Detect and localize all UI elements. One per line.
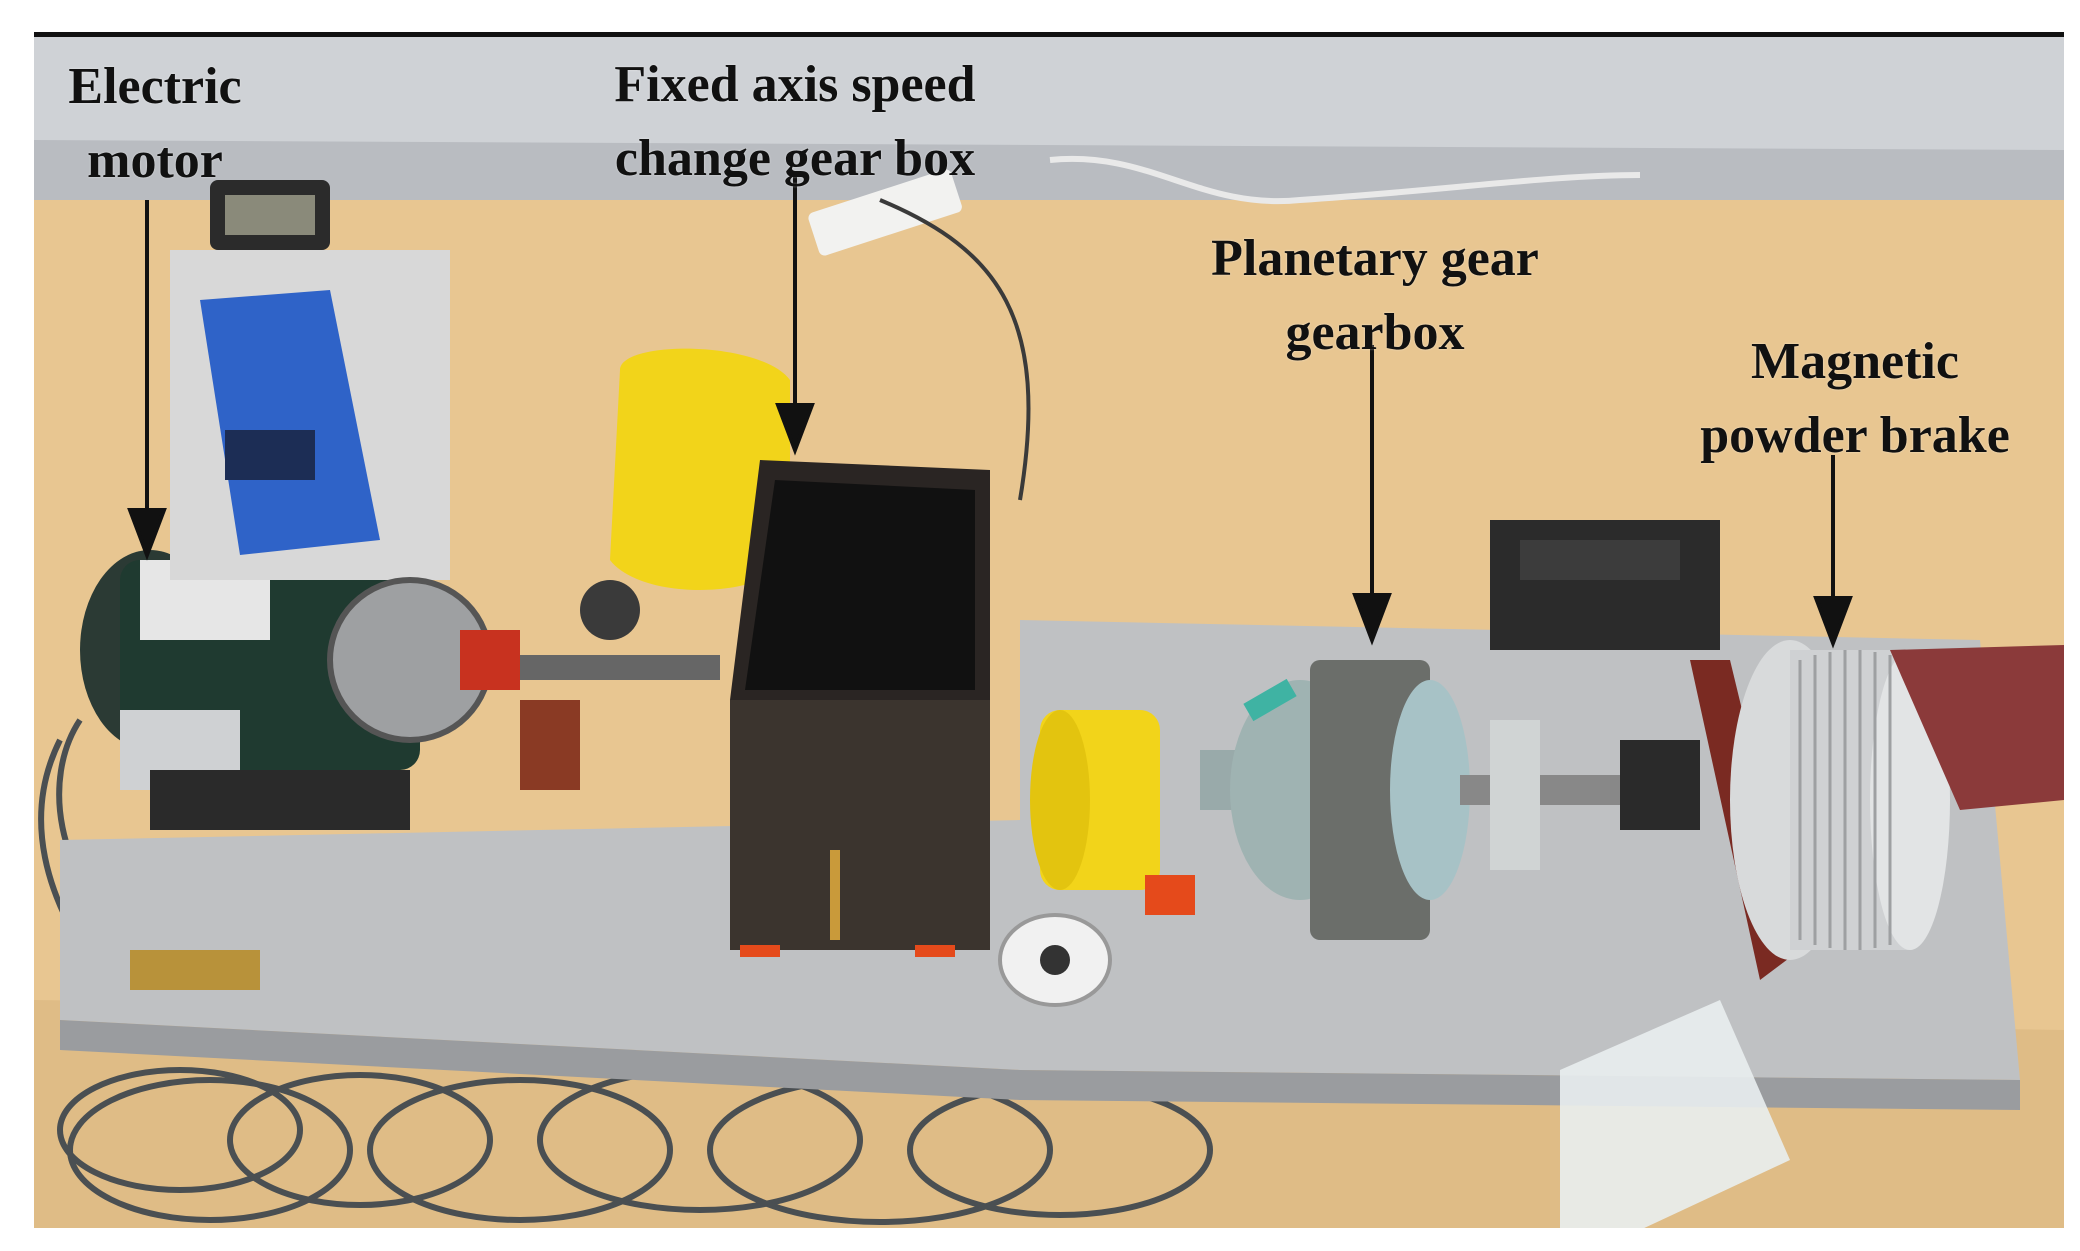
plastic-box <box>1560 1000 1790 1230</box>
arrow-down-icon <box>775 403 815 456</box>
label-magnetic-powder-brake: Magnetic powder brake <box>1660 325 2050 473</box>
label-line: Planetary gear <box>1211 230 1539 287</box>
gearbox-housing <box>730 700 990 950</box>
coupling-red <box>460 630 520 690</box>
red-tray <box>1890 645 2064 810</box>
brake-fins <box>1798 650 1892 950</box>
label-line: gearbox <box>1285 304 1465 361</box>
brake-controller <box>1490 520 1720 650</box>
label-line: Magnetic <box>1751 333 1959 390</box>
nameplate <box>130 950 260 990</box>
arrow-down-icon <box>127 508 167 561</box>
label-planetary-gearbox: Planetary gear gearbox <box>1160 222 1590 370</box>
top-rule <box>34 32 2064 37</box>
yellow-guard <box>610 348 790 590</box>
label-line: powder brake <box>1700 407 2010 464</box>
label-line: Electric <box>68 58 242 115</box>
label-electric-motor: Electric motor <box>40 50 270 198</box>
power-strip <box>808 169 962 256</box>
label-line: Fixed axis speed <box>614 56 976 113</box>
label-line: change gear box <box>614 130 976 187</box>
arrow-down-icon <box>1813 596 1853 649</box>
arrows <box>127 175 1853 649</box>
label-line: motor <box>87 132 223 189</box>
vfd-drive <box>200 290 380 555</box>
arrow-down-icon <box>1352 593 1392 646</box>
label-fixed-axis-gearbox: Fixed axis speed change gear box <box>560 48 1030 196</box>
